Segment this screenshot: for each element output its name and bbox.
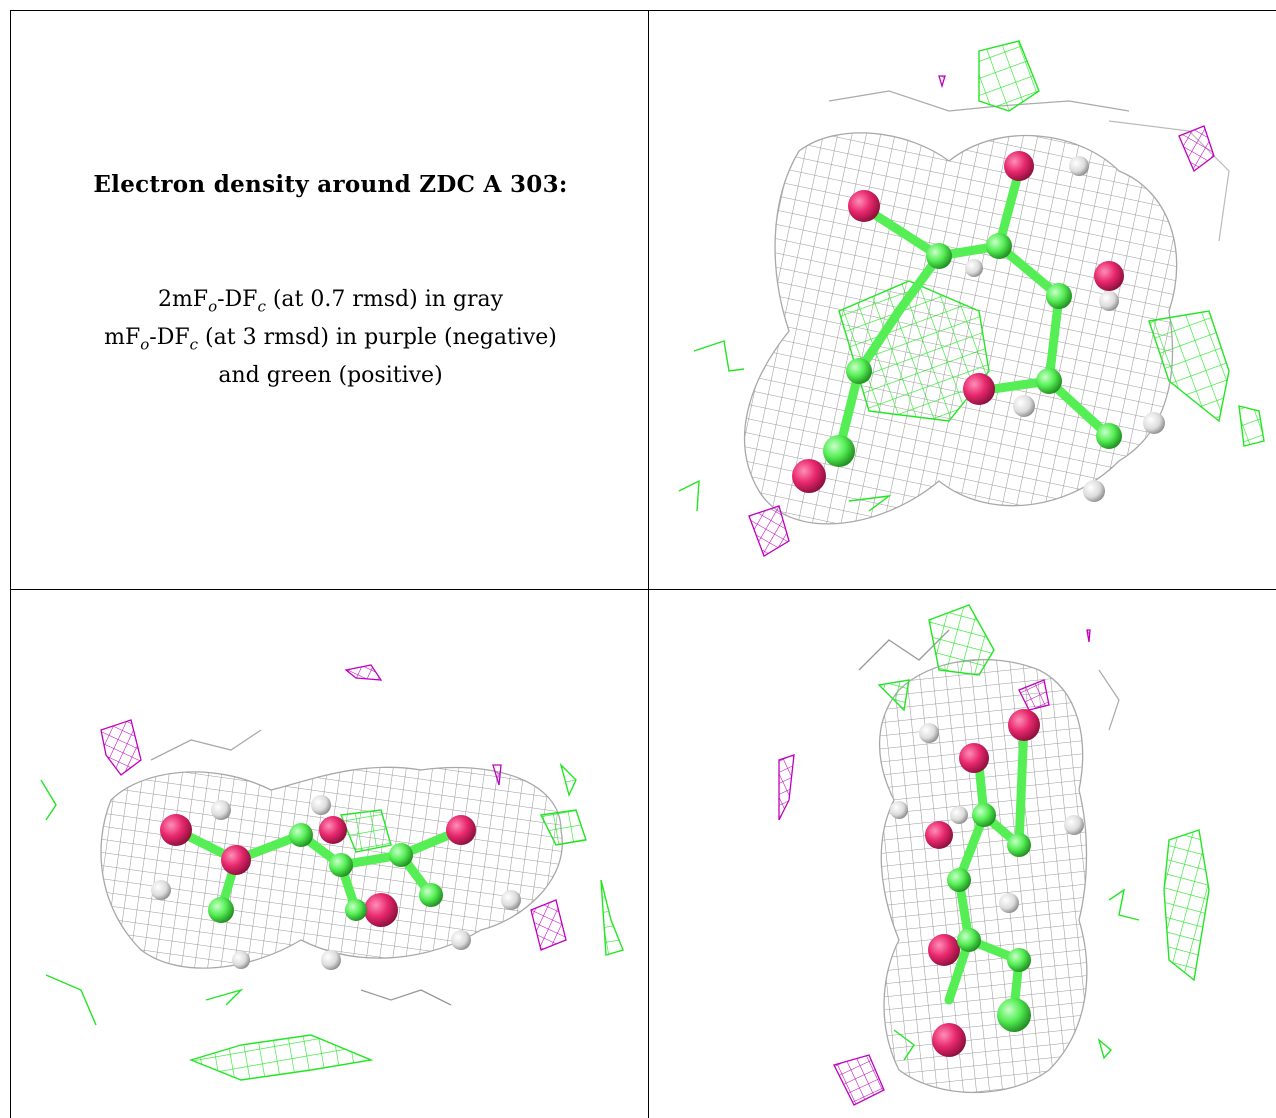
figure-grid: Electron density around ZDC A 303: 2mFo-… (10, 10, 1276, 1118)
caption-subscript: c (189, 335, 199, 354)
density-view-top (649, 10, 1276, 589)
caption-text: 2mF (157, 287, 209, 312)
magenta-negative-mesh (748, 75, 1215, 557)
green-positive-mesh (188, 762, 624, 1081)
caption-title: Electron density around ZDC A 303: (93, 171, 568, 198)
caption-line-fofc: mFo-DFc (at 3 rmsd) in purple (negative) (11, 325, 648, 354)
density-render-2 (40, 664, 624, 1081)
caption-subscript: c (257, 297, 266, 316)
density-view-side (10, 589, 649, 1118)
caption-panel: Electron density around ZDC A 303: 2mFo-… (10, 10, 649, 589)
caption-line-colors: and green (positive) (218, 363, 443, 388)
caption-text: (at 0.7 rmsd) in gray (265, 287, 504, 312)
green-positive-fragments (678, 340, 892, 512)
green-positive-fragments (40, 779, 244, 1026)
gray-density-mesh (858, 629, 1120, 1094)
ligand-atoms (792, 151, 1165, 502)
magenta-negative-mesh (100, 664, 567, 951)
caption-text: (at 3 rmsd) in purple (negative) (198, 325, 557, 350)
caption: Electron density around ZDC A 303: 2mFo-… (11, 11, 648, 589)
density-render-3 (778, 604, 1210, 1106)
ligand-atoms (151, 795, 521, 970)
green-positive-mesh (838, 40, 1265, 447)
magenta-negative-mesh (778, 629, 1091, 1106)
caption-text: -DF (149, 325, 190, 350)
ligand-atoms (890, 709, 1084, 1057)
green-positive-fragments (893, 888, 1140, 1061)
caption-line-2fofc: 2mFo-DFc (at 0.7 rmsd) in gray (11, 287, 648, 316)
caption-subscript: o (140, 335, 150, 354)
density-view-end (649, 589, 1276, 1118)
caption-text: mF (104, 325, 141, 350)
density-render-1 (678, 40, 1265, 557)
caption-subscript: o (208, 297, 218, 316)
green-positive-mesh (877, 604, 1210, 982)
gray-density-mesh (743, 90, 1230, 525)
caption-text: -DF (217, 287, 258, 312)
